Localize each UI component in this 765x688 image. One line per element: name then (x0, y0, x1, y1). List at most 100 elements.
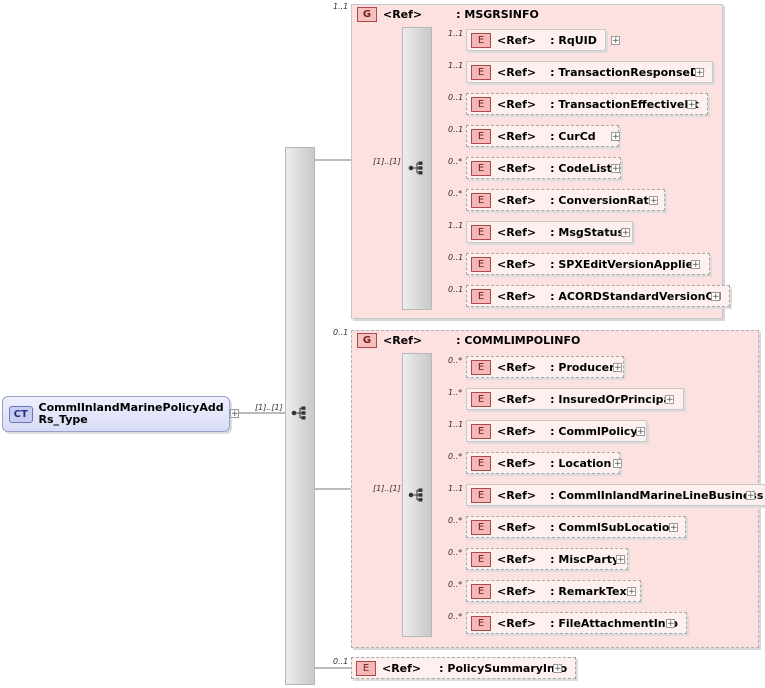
element-name: : FileAttachmentInfo (550, 616, 678, 630)
element-remarktext[interactable]: E <Ref> : RemarkText (466, 580, 641, 602)
expand-icon[interactable]: + (611, 164, 620, 174)
element-name: : SPXEditVersionApplied (550, 257, 701, 271)
expand-icon[interactable]: + (695, 68, 704, 78)
expand-icon[interactable]: + (636, 427, 645, 437)
element-miscparty[interactable]: E <Ref> : MiscParty (466, 548, 629, 570)
element-badge: E (471, 487, 491, 503)
element-name: : CommlPolicy (550, 424, 638, 438)
element-name: : PolicySummaryInfo (439, 661, 568, 675)
element-ref-label: <Ref> (497, 616, 537, 630)
expand-icon[interactable]: + (613, 459, 622, 469)
element-cardinality: 0..1 (448, 285, 464, 294)
element-spxeditversionapplied[interactable]: E <Ref> : SPXEditVersionApplied (466, 253, 710, 275)
group-sequence-cardinality: [1]..[1] (373, 157, 401, 166)
expand-icon[interactable]: + (687, 100, 696, 110)
complex-type-name: CommlInlandMarinePolicyAddRs_Type (38, 401, 224, 426)
expand-icon[interactable]: + (711, 292, 720, 302)
element-fileattachmentinfo[interactable]: E <Ref> : FileAttachmentInfo (466, 612, 687, 634)
sequence-icon (408, 161, 423, 175)
element-name: : MsgStatus (550, 225, 624, 239)
element-conversionrate[interactable]: E <Ref> : ConversionRate (466, 189, 666, 211)
element-insuredorprincipal[interactable]: E <Ref> : InsuredOrPrincipal (466, 388, 684, 410)
expand-icon[interactable]: + (616, 555, 625, 565)
element-rquid[interactable]: E <Ref> : RqUID (466, 29, 606, 51)
element-transactioneffectivedt[interactable]: E <Ref> : TransactionEffectiveDt (466, 93, 708, 115)
element-badge: E (471, 32, 491, 48)
expand-icon[interactable]: + (666, 619, 675, 629)
complex-type-node[interactable]: CT CommlInlandMarinePolicyAddRs_Type (2, 396, 230, 432)
element-acordstandardversioncd[interactable]: E <Ref> : ACORDStandardVersionCd (466, 285, 731, 307)
sequence-icon (408, 488, 423, 502)
group-badge: G (357, 333, 377, 348)
element-cardinality: 1..1 (448, 29, 464, 38)
group-header: G <Ref> : MSGRSINFO (357, 7, 539, 22)
element-codelist[interactable]: E <Ref> : CodeList (466, 157, 621, 179)
element-cardinality: 0..* (448, 516, 463, 525)
expand-icon[interactable]: + (746, 491, 755, 501)
element-cardinality: 0..* (448, 548, 463, 557)
element-transactionresponsedt[interactable]: E <Ref> : TransactionResponseDt (466, 61, 714, 83)
element-name: : CurCd (550, 129, 596, 143)
element-cardinality: 0..1 (448, 93, 464, 102)
root-expander-icon[interactable]: + (230, 409, 239, 419)
group-name: : COMMLIMPOLINFO (456, 334, 581, 347)
group-header: G <Ref> : COMMLIMPOLINFO (357, 333, 580, 348)
expand-icon[interactable]: + (553, 664, 562, 674)
element-badge: E (356, 660, 376, 676)
group-ref-label: <Ref> (383, 8, 423, 21)
expand-icon[interactable]: + (627, 587, 636, 597)
element-cardinality: 0..* (448, 356, 463, 365)
element-name: : TransactionEffectiveDt (550, 97, 699, 111)
group-ref-label: <Ref> (383, 334, 423, 347)
element-cardinality: 1..1 (448, 221, 464, 230)
root-sequence-cardinality: [1]..[1] (255, 403, 283, 412)
element-name: : InsuredOrPrincipal (550, 392, 675, 406)
element-commlsublocation[interactable]: E <Ref> : CommlSubLocation (466, 516, 687, 538)
complex-type-badge: CT (9, 405, 33, 423)
element-producer[interactable]: E <Ref> : Producer (466, 356, 624, 378)
expand-icon[interactable]: + (669, 523, 678, 533)
element-name: : RqUID (550, 33, 597, 47)
element-badge: E (471, 288, 491, 304)
element-ref-label: <Ref> (497, 392, 537, 406)
element-ref-label: <Ref> (497, 456, 537, 470)
element-ref-label: <Ref> (497, 488, 537, 502)
expand-icon[interactable]: + (665, 395, 674, 405)
group-badge: G (357, 7, 377, 22)
element-badge: E (471, 192, 491, 208)
group-cardinality: 1..1 (333, 2, 349, 11)
element-cardinality: 0..1 (448, 125, 464, 134)
element-msgstatus[interactable]: E <Ref> : MsgStatus (466, 221, 633, 243)
element-badge: E (471, 359, 491, 375)
element-commlinlandmarinelinebusiness[interactable]: E <Ref> : CommlInlandMarineLineBusiness (466, 484, 765, 506)
element-ref-label: <Ref> (497, 552, 537, 566)
element-cardinality: 0..* (448, 580, 463, 589)
element-cardinality: 1..1 (448, 420, 464, 429)
element-name: : TransactionResponseDt (550, 65, 705, 79)
element-curcd[interactable]: E <Ref> : CurCd (466, 125, 619, 147)
element-cardinality: 1..1 (448, 61, 464, 70)
element-name: : MiscParty (550, 552, 620, 566)
element-ref-label: <Ref> (497, 129, 537, 143)
element-badge: E (471, 615, 491, 631)
element-name: : CommlInlandMarineLineBusiness (550, 488, 764, 502)
element-commlpolicy[interactable]: E <Ref> : CommlPolicy (466, 420, 647, 442)
expand-icon[interactable]: + (621, 228, 630, 238)
group-cardinality: 0..1 (333, 328, 349, 337)
element-policysummaryinfo[interactable]: E <Ref> : PolicySummaryInfo (351, 657, 577, 679)
element-location[interactable]: E <Ref> : Location (466, 452, 621, 474)
expand-icon[interactable]: + (613, 363, 622, 373)
element-cardinality: 1..* (448, 388, 463, 397)
element-ref-label: <Ref> (497, 360, 537, 374)
element-name: : CodeList (550, 161, 612, 175)
element-ref-label: <Ref> (497, 225, 537, 239)
element-badge: E (471, 423, 491, 439)
element-badge: E (471, 455, 491, 471)
element-ref-label: <Ref> (497, 257, 537, 271)
element-name: : Producer (550, 360, 615, 374)
expand-icon[interactable]: + (611, 36, 620, 46)
expand-icon[interactable]: + (649, 196, 658, 206)
expand-icon[interactable]: + (691, 260, 700, 270)
element-name: : Location (550, 456, 612, 470)
expand-icon[interactable]: + (611, 132, 620, 142)
